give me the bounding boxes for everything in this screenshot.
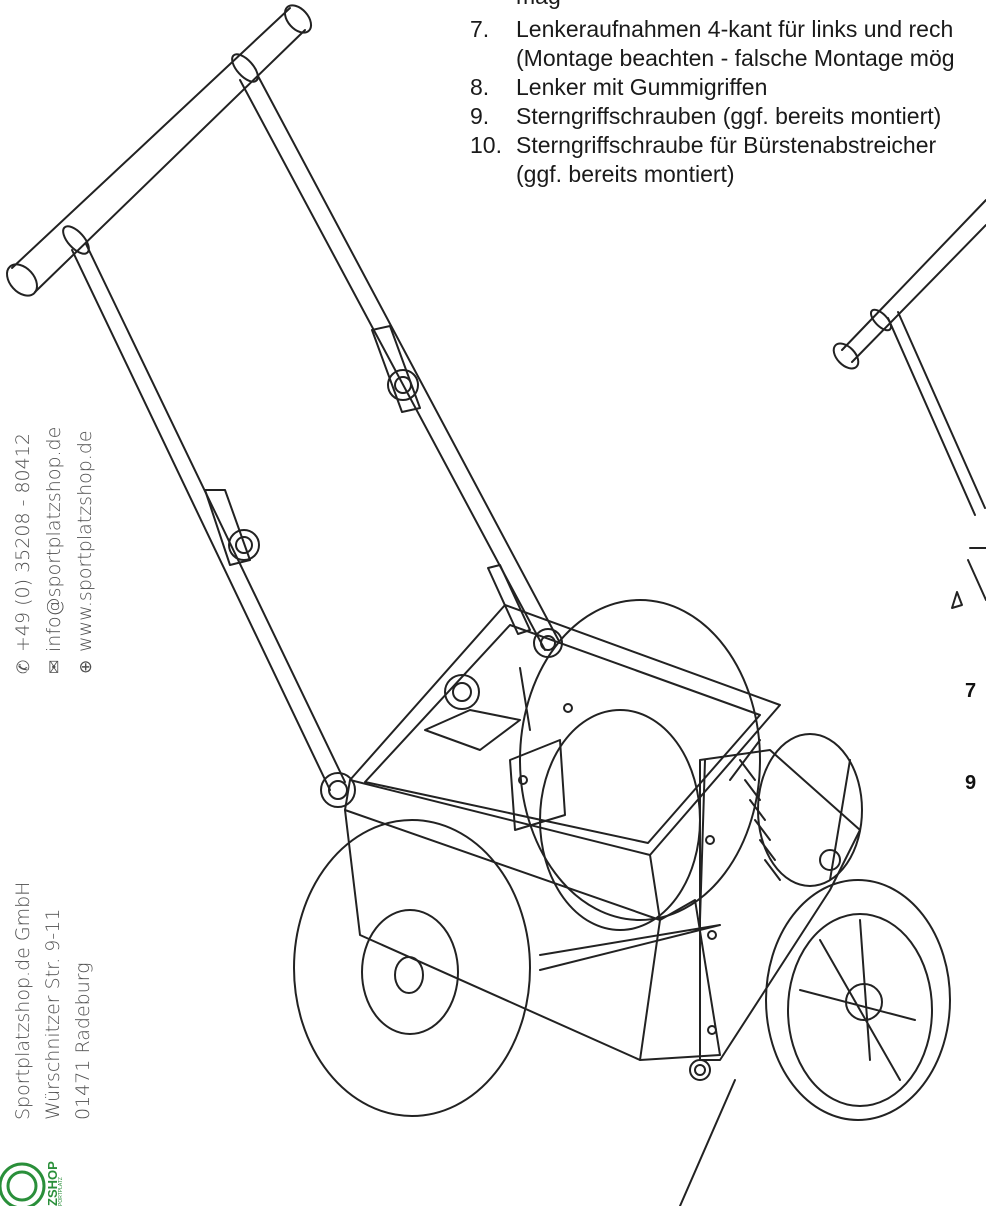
email-text[interactable]: info@sportplatzshop.de: [43, 426, 65, 652]
clipped-text: mag: [516, 0, 561, 9]
parts-item-9: 9. Sterngriffschrauben (ggf. bereits mon…: [470, 102, 986, 131]
email-row[interactable]: ✉ info@sportplatzshop.de: [39, 427, 70, 674]
item-line: (Montage beachten - falsche Montage mög: [516, 45, 955, 71]
web-text[interactable]: www.sportplatzshop.de: [74, 430, 96, 652]
company-logo: ZSHOP PORTPLATZ: [0, 1150, 80, 1206]
item-number: 9.: [470, 103, 490, 129]
item-line: Lenkeraufnahmen 4-kant für links und rec…: [516, 16, 954, 42]
parts-item-10: 10. Sterngriffschraube für Bürstenabstre…: [470, 131, 986, 189]
logo-subtext: PORTPLATZ: [58, 1177, 64, 1206]
company-name: Sportplatzshop.de GmbH: [12, 881, 34, 1120]
item-number: 7.: [470, 16, 490, 42]
parts-item-8: 8. Lenker mit Gummigriffen: [470, 73, 986, 102]
logo-mark-icon: [0, 1162, 46, 1206]
phone-text: +49 (0) 35208 - 80412: [12, 433, 34, 652]
globe-icon: ⊕: [76, 659, 96, 674]
parts-list: mag 7. Lenkeraufnahmen 4-kant für links …: [470, 0, 986, 189]
item-number: 8.: [470, 74, 490, 100]
mail-icon: ✉: [45, 659, 65, 674]
street: Würschnitzer Str. 9-11: [42, 908, 64, 1120]
phone-row: ✆ +49 (0) 35208 - 80412: [8, 427, 39, 674]
item-line: Lenker mit Gummigriffen: [516, 74, 768, 100]
item-line: Sterngriffschraube für Bürstenabstreiche…: [516, 132, 937, 158]
callout-9: 9: [965, 772, 977, 794]
item-number: 10.: [470, 132, 502, 158]
phone-icon: ✆: [14, 659, 34, 674]
address-block: Sportplatzshop.de GmbH Würschnitzer Str.…: [8, 882, 98, 1120]
contact-info: ✆ +49 (0) 35208 - 80412 ✉ info@sportplatzs…: [8, 427, 101, 674]
sidebar-contact: Sportplatzshop.de GmbH Würschnitzer Str.…: [8, 0, 128, 1120]
item-line: (ggf. bereits montiert): [516, 161, 735, 187]
web-row[interactable]: ⊕ www.sportplatzshop.de: [70, 427, 101, 674]
parts-item-7: 7. Lenkeraufnahmen 4-kant für links und …: [470, 15, 986, 73]
item-line: Sterngriffschrauben (ggf. bereits montie…: [516, 103, 942, 129]
parts-item-clipped: mag: [470, 0, 561, 11]
callout-7: 7: [965, 680, 977, 702]
city: 01471 Radeburg: [72, 962, 94, 1120]
